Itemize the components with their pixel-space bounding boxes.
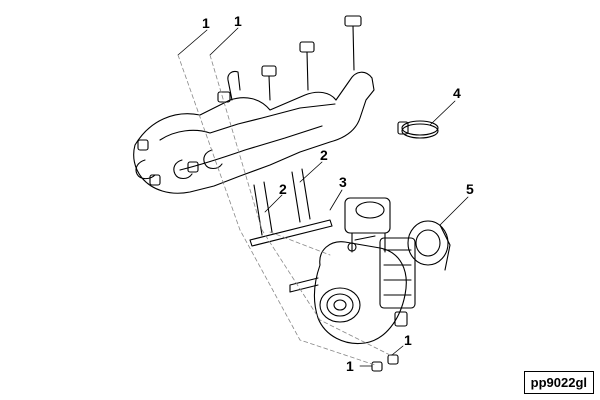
callout-2: 2 <box>279 181 287 197</box>
callout-5: 5 <box>466 181 474 197</box>
exhaust-manifold-icon <box>133 15 375 194</box>
gasket-icon <box>249 219 333 247</box>
callout-2: 2 <box>320 147 328 163</box>
nut-icon <box>371 354 399 372</box>
callout-1: 1 <box>346 358 354 374</box>
reference-code-label: pp9022gl <box>523 371 594 394</box>
callout-3: 3 <box>339 174 347 190</box>
callout-1: 1 <box>202 15 210 31</box>
callout-4: 4 <box>453 85 461 101</box>
callout-1: 1 <box>404 332 412 348</box>
clamp-icon <box>397 120 439 139</box>
turbocharger-icon <box>289 197 451 345</box>
stud-icon <box>253 168 311 236</box>
callout-1: 1 <box>234 13 242 29</box>
